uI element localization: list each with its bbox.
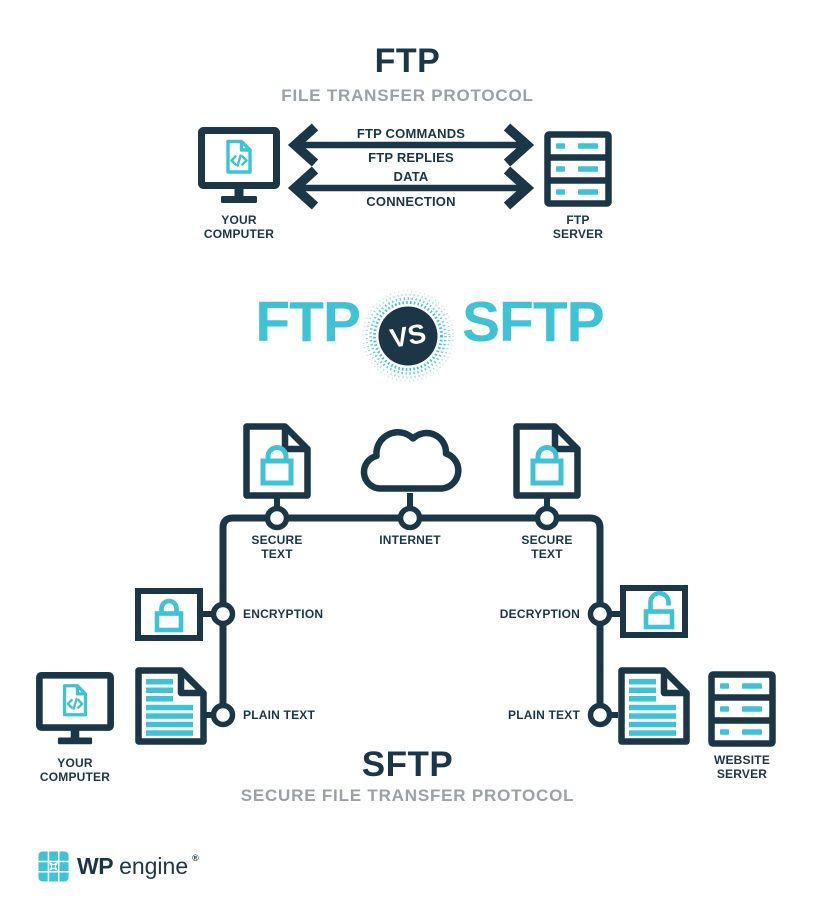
arrow1-top-label: FTP COMMANDS (356, 126, 466, 141)
internet-label: INTERNET (379, 533, 441, 547)
plain-text-left-label: PLAIN TEXT (243, 708, 316, 722)
registered-mark: ® (192, 853, 199, 863)
your-computer-bottom-label: YOUR COMPUTER (39, 756, 111, 784)
vs-badge-text: VS (387, 317, 429, 354)
encryption-lock-icon (135, 588, 203, 641)
plain-text-left-node (210, 702, 236, 728)
plain-text-document-right-icon (618, 667, 690, 745)
secure-text-left-node (264, 505, 290, 531)
secure-document-right-icon (513, 423, 581, 499)
vs-badge-rings-icon (362, 290, 454, 382)
your-computer-label: YOUR COMPUTER (203, 213, 275, 241)
brand-wp-text: WP (77, 853, 114, 879)
sftp-subtitle: SECURE FILE TRANSFER PROTOCOL (240, 786, 575, 805)
internet-cloud-icon (352, 424, 470, 496)
secure-document-left-icon (243, 423, 311, 499)
ftp-title: FTP (374, 42, 441, 80)
internet-node (397, 505, 423, 531)
versus-left-word: FTP (255, 290, 361, 354)
ftp-arrows-icon (288, 123, 534, 210)
ftp-server-label: FTP SERVER (552, 213, 604, 241)
secure-text-right-label: SECURE TEXT (521, 533, 573, 561)
secure-text-left-label: SECURE TEXT (251, 533, 303, 561)
wp-engine-mark-icon (38, 851, 69, 882)
sftp-connector-lines (203, 493, 620, 728)
wp-engine-logo: WP engine ® (38, 851, 199, 882)
secure-text-right-node (534, 505, 560, 531)
plain-text-right-label: PLAIN TEXT (507, 708, 580, 722)
website-server-icon (708, 671, 776, 747)
plain-text-right-node (587, 702, 613, 728)
website-server-label: WEBSITE SERVER (713, 753, 771, 781)
arrow1-bottom-label: FTP REPLIES (368, 150, 454, 165)
decryption-node (587, 601, 613, 627)
your-computer-icon (198, 127, 280, 207)
sftp-title: SFTP (361, 745, 454, 784)
arrow2-bottom-label: CONNECTION (366, 194, 456, 209)
brand-engine-text: engine (119, 853, 189, 879)
your-computer-bottom-icon (36, 672, 114, 748)
vs-badge: VS (360, 288, 456, 384)
decryption-label: DECRYPTION (499, 607, 580, 621)
ftp-subtitle: FILE TRANSFER PROTOCOL (281, 86, 534, 105)
arrow2-top-label: DATA (393, 169, 429, 184)
ftp-server-icon (544, 131, 612, 207)
versus-right-word: SFTP (462, 290, 605, 354)
encryption-node (210, 601, 236, 627)
plain-text-document-left-icon (135, 667, 207, 745)
encryption-label: ENCRYPTION (243, 607, 324, 621)
decryption-unlock-icon (620, 585, 688, 638)
